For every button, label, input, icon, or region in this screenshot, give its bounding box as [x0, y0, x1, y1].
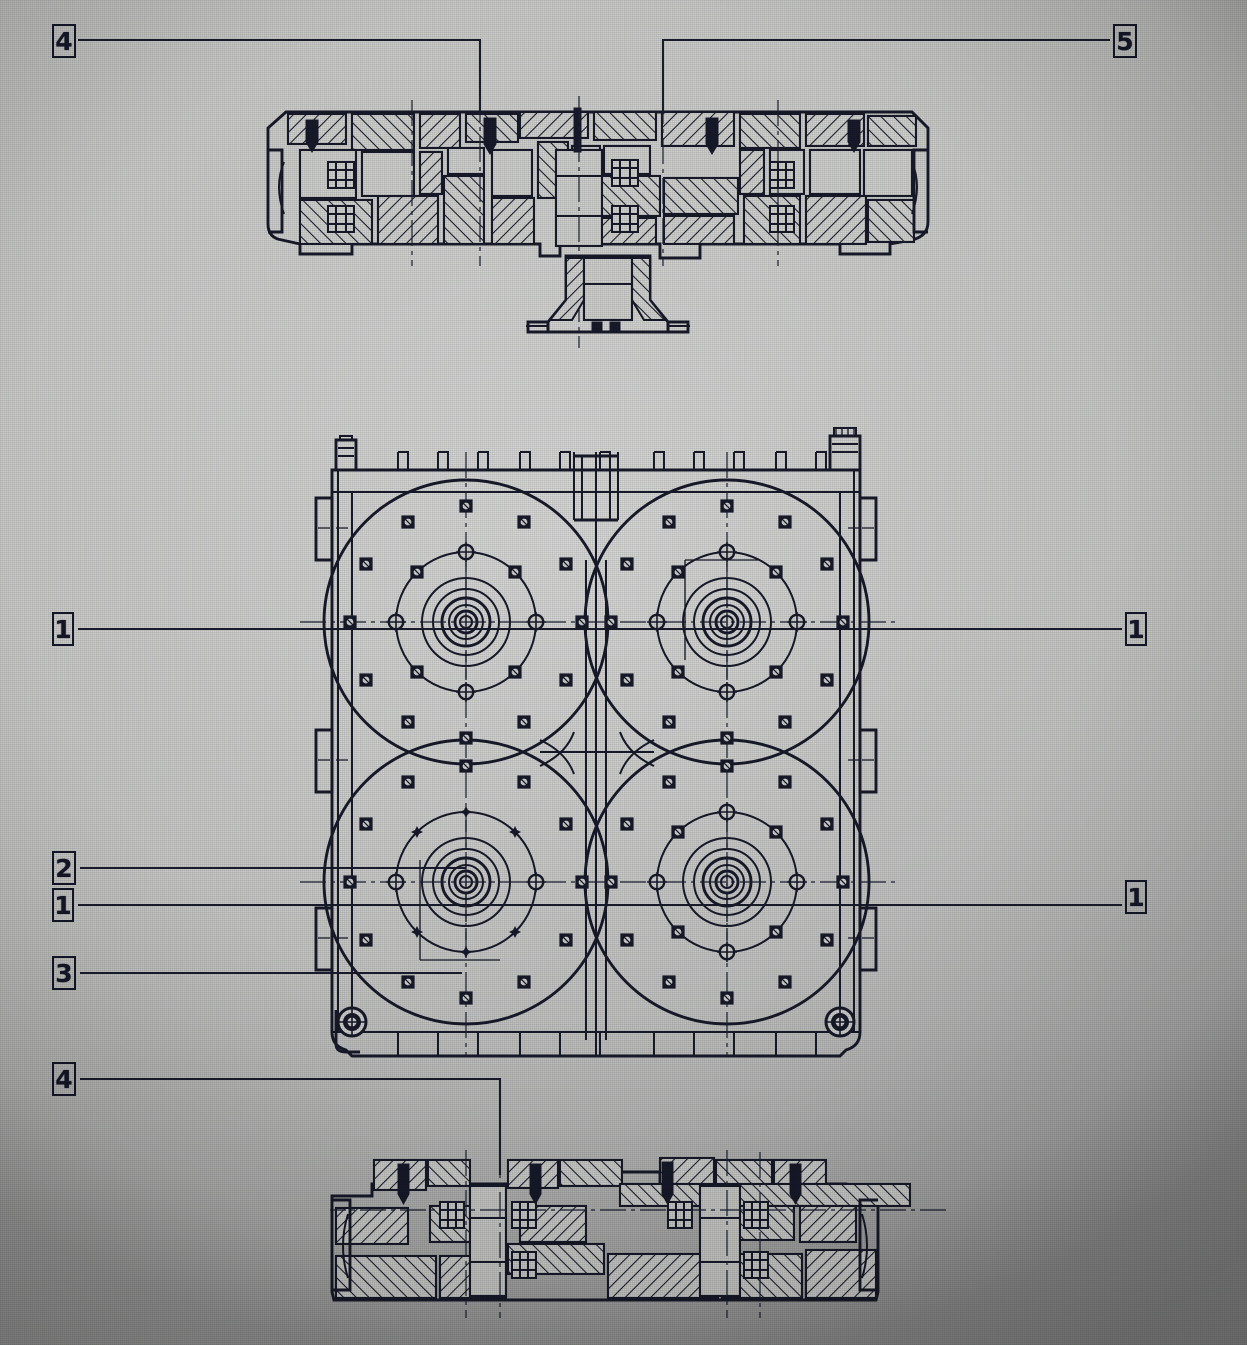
callout-1-lower-left[interactable]: 1 [52, 888, 74, 922]
callout-5-top-right[interactable]: 5 [1113, 24, 1137, 58]
callout-1-mid-left[interactable]: 1 [52, 612, 74, 646]
leader-lines [78, 38, 1122, 1175]
callout-2-lower-left[interactable]: 2 [52, 851, 76, 885]
callout-1-lower-right[interactable]: 1 [1125, 880, 1147, 914]
view-top-section [266, 96, 930, 348]
callout-1-mid-right[interactable]: 1 [1125, 612, 1147, 646]
view-plan [300, 427, 900, 1058]
callout-3-lower-left[interactable]: 3 [52, 956, 76, 990]
callout-4-top[interactable]: 4 [52, 24, 76, 58]
callout-4-bottom-left[interactable]: 4 [52, 1062, 76, 1096]
view-bottom-section [330, 1150, 946, 1318]
